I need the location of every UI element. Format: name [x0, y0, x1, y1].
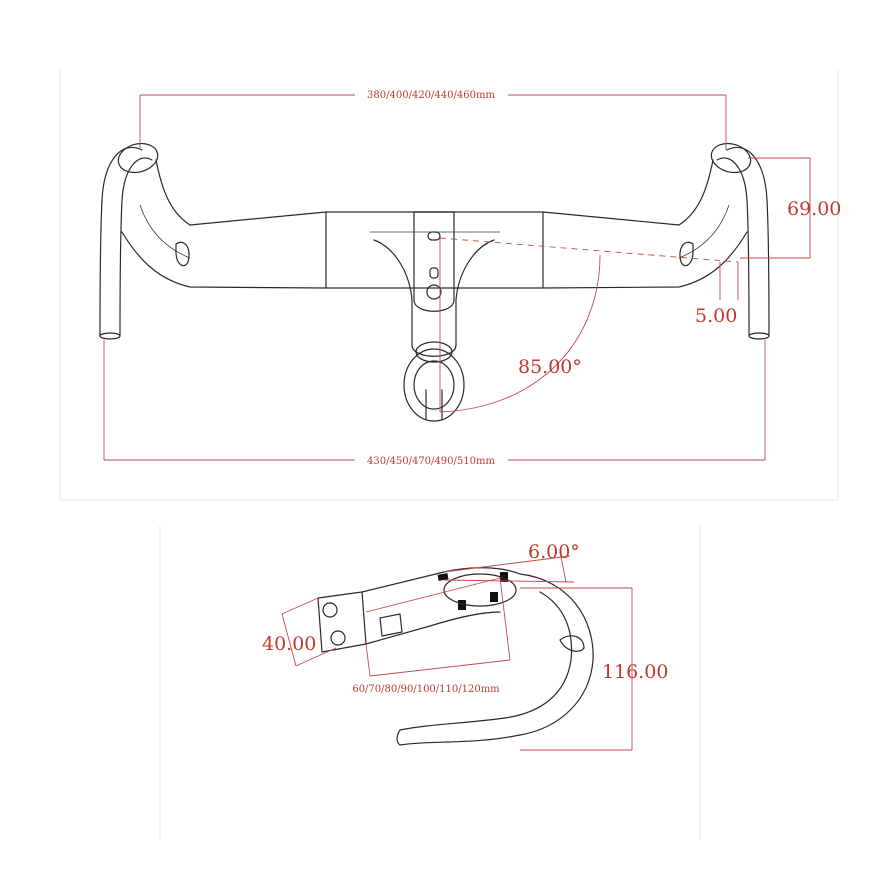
side-bar-outer	[399, 573, 594, 746]
steerer-clamp-inner	[413, 360, 455, 410]
right-hood-top	[710, 142, 752, 174]
side-stem-block	[379, 613, 403, 637]
reach-label: 60/70/80/90/100/110/120mm	[352, 684, 500, 695]
right-ramp-lower	[542, 231, 748, 289]
side-hood	[559, 635, 585, 652]
side-clamp-ring-2	[500, 572, 508, 582]
top-view-handlebar	[99, 142, 770, 422]
side-bar-end	[396, 729, 401, 746]
left-ramp-lower	[121, 231, 327, 289]
stem-front	[413, 211, 455, 312]
bottom-width-label: 430/450/470/490/510mm	[367, 456, 495, 467]
right-drop-inner	[716, 157, 750, 337]
stem-angle-label: 85.00°	[518, 356, 582, 378]
side-view-dimensions	[281, 551, 633, 751]
drop-label: 116.00	[602, 661, 668, 683]
left-drop-end	[99, 332, 121, 340]
clamp-height-label: 40.00	[262, 633, 316, 655]
flare-label: 5.00	[695, 305, 737, 327]
center-clamp	[325, 211, 544, 289]
top-view-labels: 380/400/420/440/460mm 430/450/470/490/51…	[367, 90, 841, 467]
page-guides	[59, 70, 839, 840]
side-stem-bottom	[365, 611, 501, 645]
top-bolt-2	[429, 267, 439, 279]
left-ramp-upper	[155, 159, 327, 226]
side-view-handlebar	[317, 567, 594, 746]
top-bolt-3	[426, 284, 442, 300]
left-hood-top	[117, 142, 159, 174]
left-drop-inner	[119, 157, 153, 337]
side-clamp-ring-3	[458, 600, 466, 610]
top-width-label: 380/400/420/440/460mm	[367, 90, 495, 101]
side-bolt-lower	[330, 630, 346, 646]
side-clamp-ring-1	[437, 573, 449, 581]
steerer-clamp-outer	[403, 348, 465, 422]
side-bolt-upper	[322, 602, 338, 618]
side-bar-cross-section	[443, 573, 517, 607]
rise-angle-label: 6.00°	[528, 541, 580, 563]
right-drop-end	[748, 332, 770, 340]
top-bolt-1	[427, 231, 441, 241]
right-hood-lever	[679, 241, 694, 267]
right-ramp-edge	[678, 204, 730, 259]
left-ramp-edge	[139, 204, 191, 259]
side-clamp-ring-4	[490, 592, 498, 602]
side-bar-inner	[399, 591, 573, 731]
top-view-dimensions	[103, 94, 811, 461]
drop-height-label: 69.00	[787, 198, 841, 220]
stem-top-bolt	[415, 341, 453, 363]
steerer-slot	[425, 389, 443, 421]
side-view-labels: 6.00° 40.00 60/70/80/90/100/110/120mm 11…	[262, 541, 668, 695]
stem-body	[373, 239, 495, 357]
right-ramp-upper	[542, 159, 714, 226]
left-hood-lever	[175, 241, 190, 267]
